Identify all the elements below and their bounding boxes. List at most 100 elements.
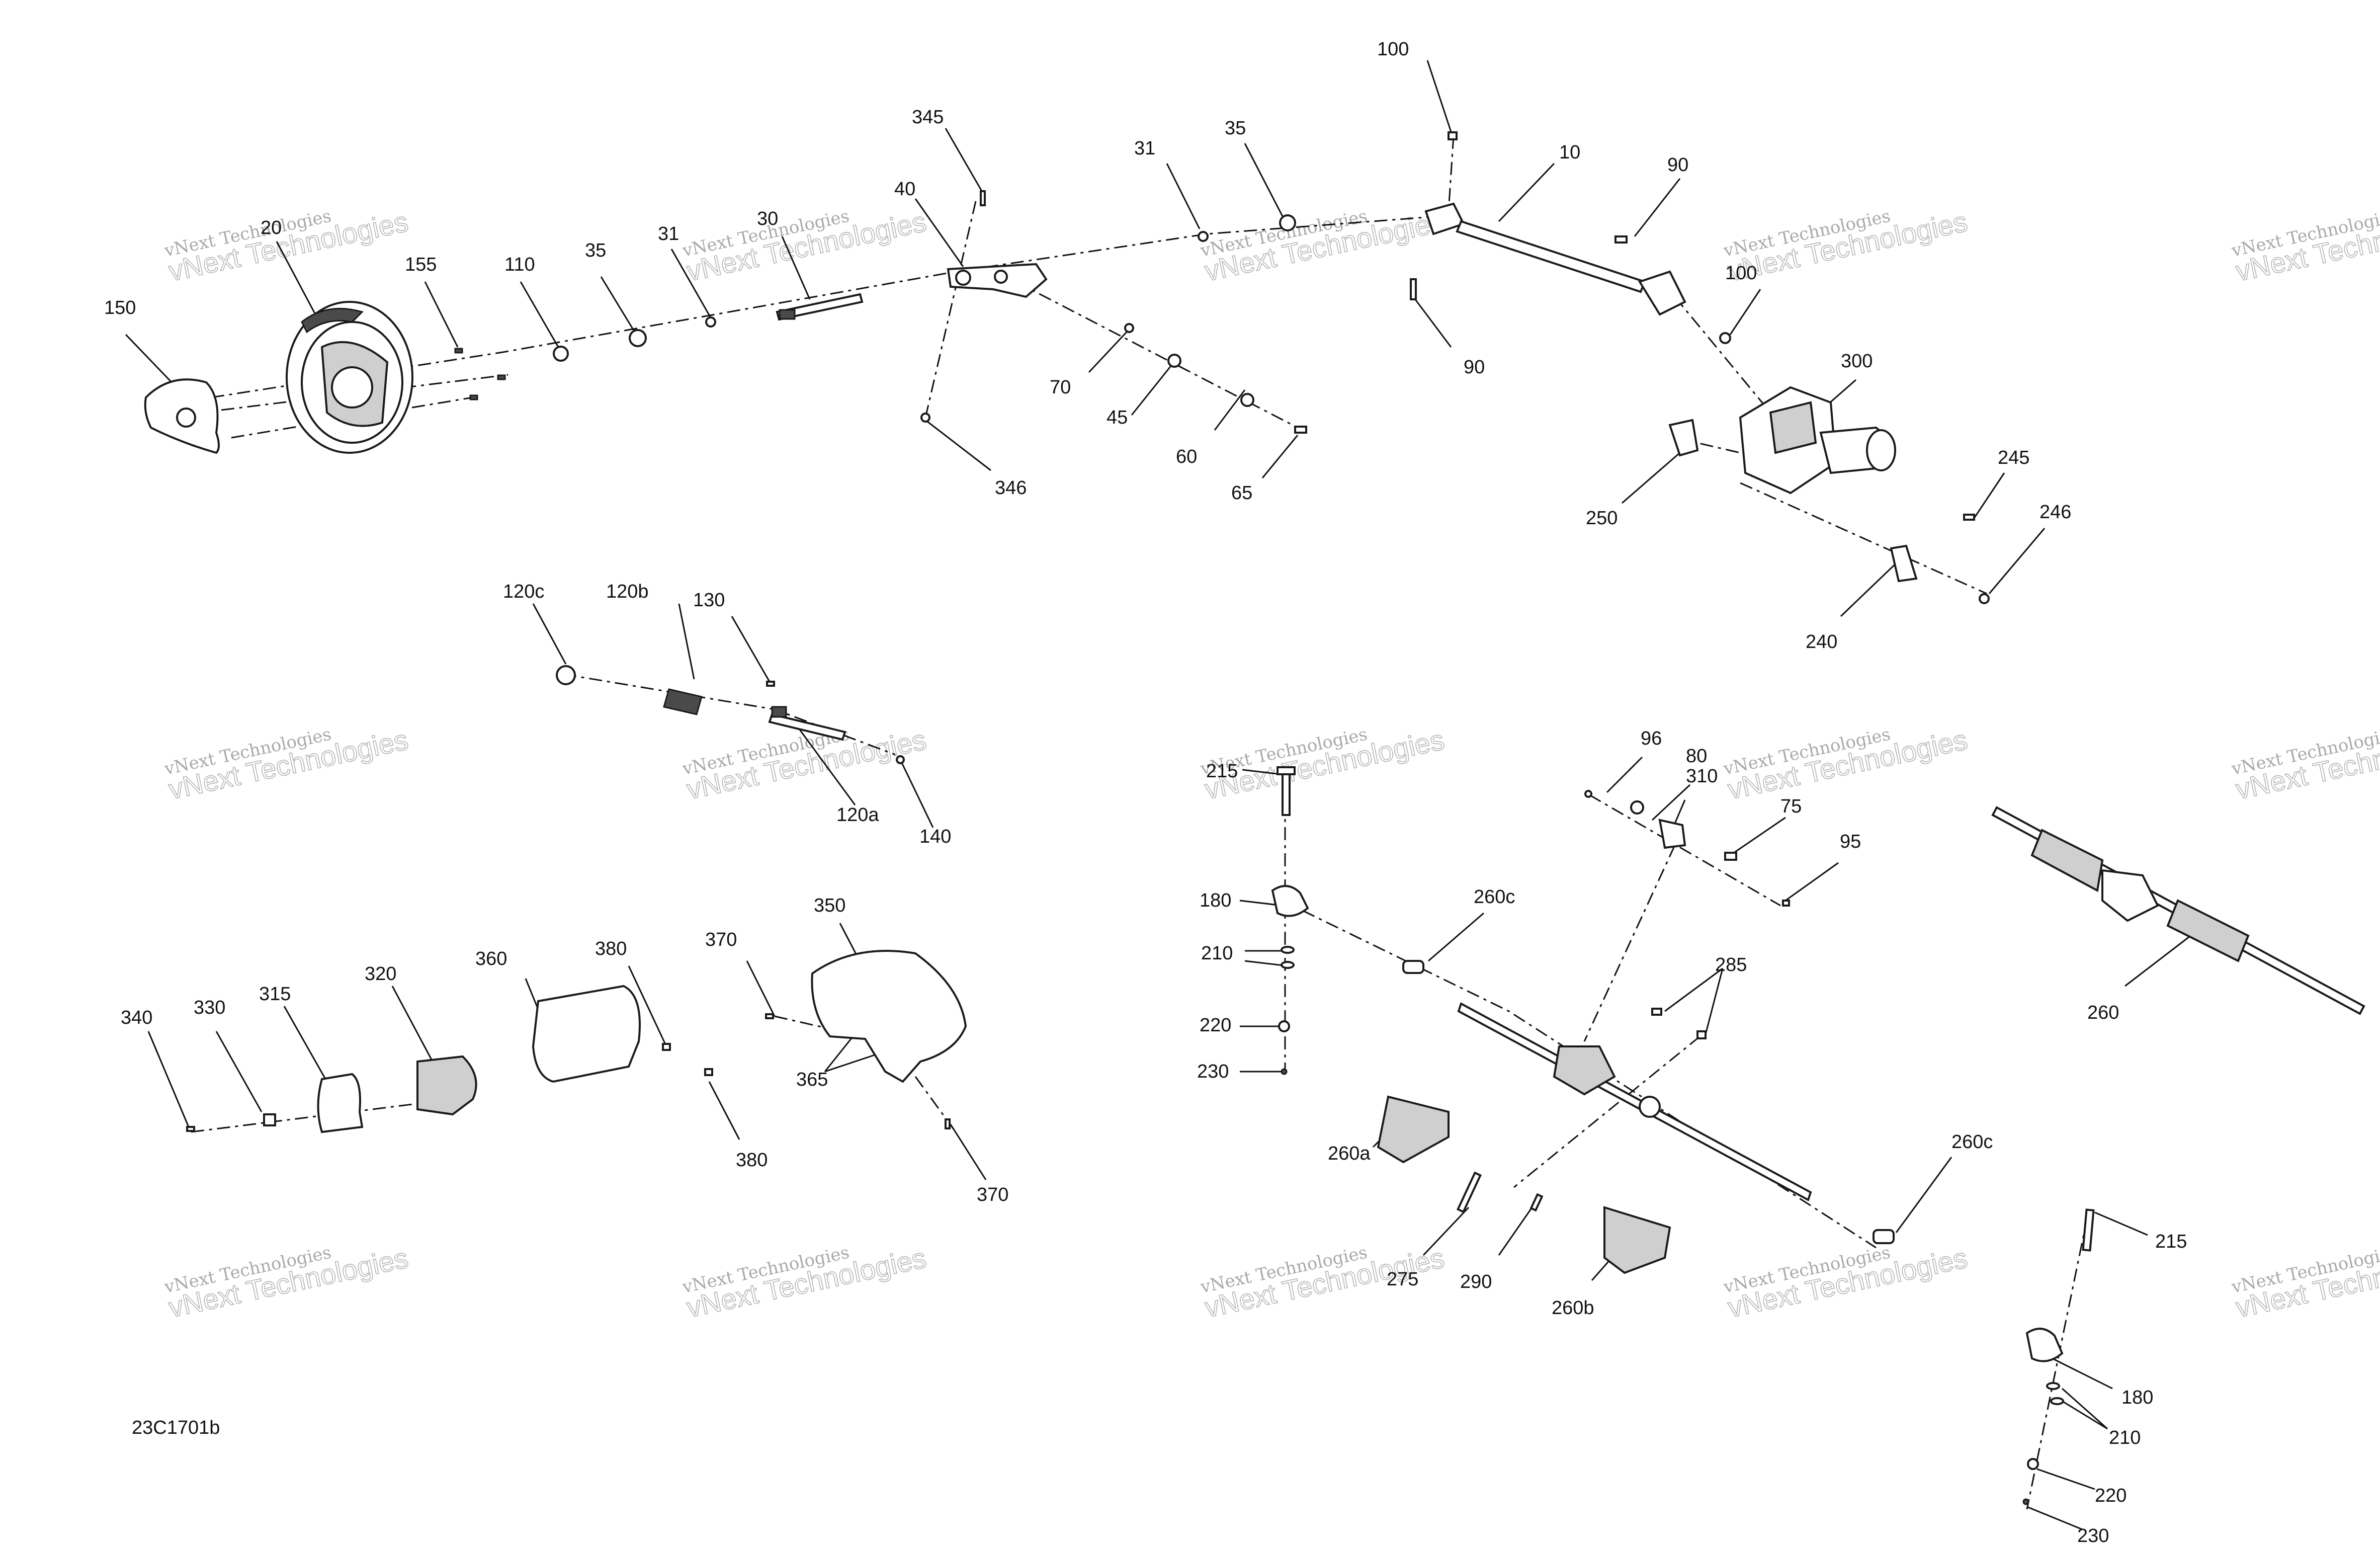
spring xyxy=(663,688,703,715)
mount-nut xyxy=(1979,593,1990,604)
pivot-bolt xyxy=(1294,426,1307,434)
pinion-seal xyxy=(1630,800,1644,815)
bellow-clamp xyxy=(1873,1229,1895,1244)
callout-260: 260 xyxy=(2087,1002,2119,1023)
callout-31: 31 xyxy=(1134,138,1155,159)
bushing xyxy=(1167,354,1181,368)
rack-bellow xyxy=(1603,1206,1671,1274)
rack-nut xyxy=(1696,1030,1707,1039)
eps-mount xyxy=(1890,544,1918,583)
callout-20: 20 xyxy=(261,217,282,238)
callout-370: 370 xyxy=(705,929,737,950)
callout-210: 210 xyxy=(2109,1427,2141,1448)
rack-bolt xyxy=(1529,1193,1544,1212)
callout-75: 75 xyxy=(1780,796,1802,817)
watermark: vNext Technologies vNext Technologies xyxy=(1722,1241,1971,1324)
grommet xyxy=(662,1043,671,1051)
axis-shaft-to-eps xyxy=(1674,296,1771,413)
callout-140: 140 xyxy=(919,826,951,847)
bracket-bolt xyxy=(980,190,986,206)
wheel-screw xyxy=(469,394,478,400)
u-joint-bolt xyxy=(1410,278,1417,300)
watermark: vNext Technologies vNext Technologies xyxy=(162,205,411,287)
callout-90: 90 xyxy=(1464,357,1485,378)
callout-120a: 120a xyxy=(836,804,879,826)
diagram-id: 23C1701b xyxy=(132,1417,220,1438)
cotter-pin xyxy=(1281,1068,1288,1075)
callout-260c: 260c xyxy=(1951,1131,1993,1153)
watermark: vNext Technologies vNext Technologies xyxy=(1199,205,1448,287)
eps-bracket xyxy=(1668,419,1699,457)
bracket-nut xyxy=(920,413,930,423)
tie-rod-end xyxy=(1271,885,1309,917)
callout-80: 80 xyxy=(1686,746,1707,767)
callout-285: 285 xyxy=(1715,954,1747,975)
end-nut xyxy=(896,755,905,764)
watermark: vNext Technologies vNext Technologies xyxy=(2230,1241,2380,1324)
castle-nut xyxy=(1278,1020,1290,1032)
spring-shaft xyxy=(771,706,787,718)
watermark: vNext Technologies vNext Technologies xyxy=(2230,723,2380,805)
callout-100: 100 xyxy=(1725,263,1757,284)
callout-35: 35 xyxy=(585,240,606,261)
axis-rack-pinion-top xyxy=(1589,794,1781,907)
callout-60: 60 xyxy=(1176,446,1197,467)
axis-pinion-vertical xyxy=(1583,845,1676,1042)
callout-330: 330 xyxy=(194,997,225,1018)
callout-96: 96 xyxy=(1641,728,1662,749)
callout-290: 290 xyxy=(1460,1271,1492,1292)
console-screw xyxy=(186,1126,195,1132)
pinion-nut xyxy=(1584,790,1592,798)
retaining-ring xyxy=(1198,231,1209,242)
callout-90: 90 xyxy=(1667,154,1688,176)
clip xyxy=(766,681,775,687)
callout-labels: 100 345 31 35 10 90 40 20 30 31 155 110 … xyxy=(104,39,2187,1546)
spring-shaft xyxy=(768,713,846,741)
tie-rod-bolt xyxy=(1282,769,1291,816)
cover-screw xyxy=(945,1118,951,1129)
callout-100: 100 xyxy=(1377,39,1409,60)
callout-120c: 120c xyxy=(503,581,544,602)
watermarks: vNext Technologies vNext Technologies vN… xyxy=(162,205,2380,1324)
column-cover xyxy=(811,950,967,1083)
callout-215: 215 xyxy=(1206,761,1238,782)
callout-130: 130 xyxy=(693,590,725,611)
rack-pinion-complete xyxy=(1991,806,2365,1015)
watermark: vNext Technologies vNext Technologies xyxy=(2230,205,2380,287)
callout-370: 370 xyxy=(977,1184,1008,1205)
callout-275: 275 xyxy=(1387,1269,1418,1290)
washer xyxy=(1124,323,1134,333)
callout-220: 220 xyxy=(2095,1485,2127,1506)
switch-housing xyxy=(416,1055,477,1116)
axis-wheel-lower-2 xyxy=(231,396,473,439)
seal-ring xyxy=(556,665,576,685)
callout-240: 240 xyxy=(1806,631,1837,653)
callout-215: 215 xyxy=(2155,1231,2187,1252)
bushing xyxy=(1279,214,1296,231)
axis-console-cover xyxy=(774,1015,830,1030)
cotter-pin xyxy=(2022,1498,2029,1505)
axis-wheel-lower-1 xyxy=(221,374,508,411)
parts-steering-column xyxy=(144,131,1990,604)
callout-350: 350 xyxy=(814,895,845,916)
callout-35: 35 xyxy=(1225,118,1246,139)
watermark: vNext Technologies vNext Technologies xyxy=(162,723,411,805)
callout-210: 210 xyxy=(1201,943,1233,964)
grommet xyxy=(704,1068,713,1076)
retaining-ring xyxy=(705,316,716,328)
callout-45: 45 xyxy=(1107,407,1128,428)
callout-380: 380 xyxy=(736,1150,768,1171)
callout-180: 180 xyxy=(2121,1387,2153,1408)
callout-315: 315 xyxy=(259,984,291,1005)
callout-155: 155 xyxy=(405,254,437,275)
axis-rack-bolts xyxy=(1513,1035,1701,1188)
callout-340: 340 xyxy=(121,1007,152,1028)
callout-345: 345 xyxy=(912,107,944,128)
callout-246: 246 xyxy=(2039,502,2071,523)
axis-upper-bolt xyxy=(1448,135,1455,212)
callout-260b: 260b xyxy=(1552,1297,1594,1319)
watermark: vNext Technologies vNext Technologies xyxy=(1722,205,1971,287)
console-clip xyxy=(263,1113,276,1126)
wheel-screw xyxy=(497,374,506,380)
